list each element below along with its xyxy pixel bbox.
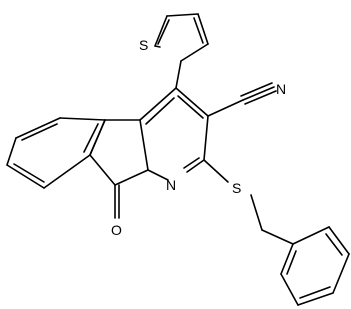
- bond: [280, 243, 294, 275]
- bond: [114, 169, 149, 186]
- bond: [332, 253, 350, 294]
- bond: [261, 229, 294, 245]
- bond: [147, 169, 169, 181]
- bond: [180, 43, 209, 62]
- bond: [154, 45, 161, 48]
- bond: [299, 286, 331, 299]
- bond: [6, 137, 17, 166]
- thioether-sulfur-label: S: [232, 180, 241, 196]
- bond: [89, 154, 116, 186]
- bond: [89, 119, 106, 156]
- bond: [13, 163, 45, 183]
- pyridine-ring: [139, 87, 209, 181]
- nitrile-group: [207, 82, 277, 117]
- pyridine-nitrogen-label: N: [166, 177, 176, 193]
- bond: [244, 90, 277, 105]
- bond: [292, 226, 330, 245]
- nitrile-nitrogen-label: N: [276, 81, 286, 97]
- bond: [286, 250, 297, 275]
- bond: [186, 159, 205, 173]
- bond: [15, 117, 61, 139]
- bond: [175, 60, 182, 89]
- bond: [193, 17, 204, 44]
- bond: [328, 226, 350, 255]
- bond: [183, 157, 200, 169]
- bond: [207, 99, 244, 117]
- bond: [154, 15, 168, 47]
- bond: [6, 164, 45, 189]
- bond: [280, 273, 299, 306]
- bond: [139, 87, 177, 121]
- bond: [157, 19, 170, 45]
- carbonyl-oxygen-label: O: [111, 222, 122, 238]
- bond: [325, 233, 343, 256]
- benzylthio-group: [203, 159, 350, 306]
- bond: [83, 123, 99, 153]
- bond: [240, 82, 273, 97]
- benzo-ring: [6, 117, 106, 189]
- bond: [197, 13, 209, 45]
- thiophene-sulfur-label: S: [139, 37, 148, 53]
- bond: [242, 86, 275, 101]
- bond: [59, 117, 106, 121]
- bond: [43, 154, 91, 189]
- bond: [166, 13, 199, 17]
- bond: [139, 119, 149, 171]
- bond: [175, 87, 209, 117]
- bond: [145, 97, 175, 125]
- bond: [203, 115, 209, 161]
- bond: [297, 292, 334, 306]
- thiophene-ring: [154, 13, 209, 89]
- bond: [177, 95, 204, 119]
- bond: [21, 123, 58, 141]
- bond: [203, 159, 229, 183]
- bond: [250, 194, 263, 231]
